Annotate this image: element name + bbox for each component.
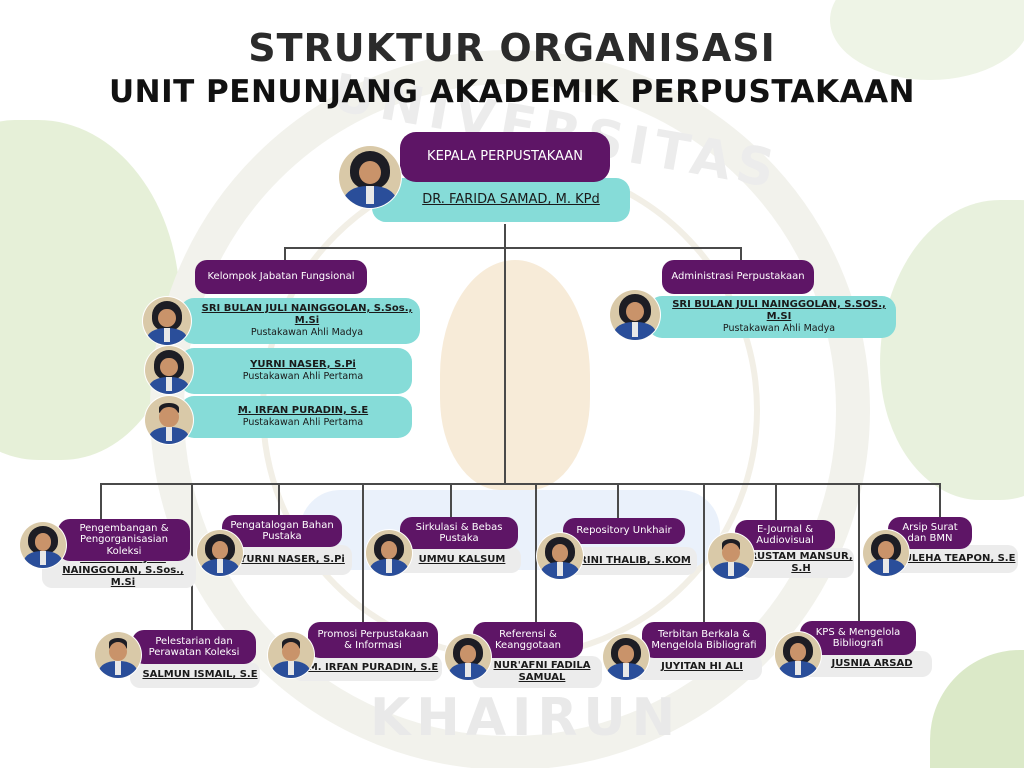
avatar-unit — [708, 533, 754, 579]
unit-person-name: YURNI NASER, S.Pi — [239, 554, 345, 565]
connector-drop-terbitan — [703, 483, 705, 623]
unit-person-name: M. IRFAN PURADIN, S.E — [307, 662, 439, 673]
unit-name-card: M. IRFAN PURADIN, S.E — [292, 655, 442, 681]
avatar-unit — [445, 634, 491, 680]
unit-person-name: UMMU KALSUM — [418, 554, 506, 565]
unit-name-card: RINI THALIB, S.KOM — [565, 547, 697, 575]
unit-person-name: RINI THALIB, S.KOM — [579, 555, 691, 566]
connector-level2-bar — [284, 247, 742, 249]
unit-name-card: SALMUN ISMAIL, S.E — [130, 662, 260, 688]
unit-person-name: SALMUN ISMAIL, S.E — [142, 669, 258, 680]
avatar-administration — [610, 290, 660, 340]
watermark-bottom-text: KHAIRUN — [370, 688, 682, 748]
leaf-decoration-bottom-right — [930, 650, 1024, 768]
connector-drop-repository — [617, 483, 619, 520]
functional-member-position: Pustakawan Ahli Madya — [250, 326, 364, 338]
avatar-unit — [537, 533, 583, 579]
avatar-unit — [268, 632, 314, 678]
connector-drop-pengatalogan — [278, 483, 280, 518]
head-role: KEPALA PERPUSTAKAAN — [400, 132, 610, 182]
unit-role: Pengembangan & Pengorganisasian Koleksi — [58, 519, 190, 561]
administration-name-card: SRI BULAN JULI NAINGGOLAN, S.SOS., M.SI … — [648, 296, 896, 338]
unit-name-card: ZULEHA TEAPON, S.E — [888, 545, 1018, 573]
administration-position: Pustakawan Ahli Madya — [722, 322, 836, 334]
connector-head-trunk — [504, 224, 506, 484]
unit-name-card: UMMU KALSUM — [395, 547, 521, 573]
unit-name-card: JUSNIA ARSAD — [800, 651, 932, 677]
unit-role: Promosi Perpustakaan & Informasi — [308, 622, 438, 658]
functional-member-card: SRI BULAN JULI NAINGGOLAN, S.Sos., M.Si … — [180, 298, 420, 344]
unit-name-card: RUSTAM MANSUR, S.H — [740, 548, 854, 578]
connector-admin-drop — [740, 247, 742, 265]
connector-drop-kps — [858, 483, 860, 623]
functional-member-card: M. IRFAN PURADIN, S.E Pustakawan Ahli Pe… — [180, 396, 412, 438]
unit-person-name: RUSTAM MANSUR, S.H — [749, 551, 853, 574]
head-name: DR. FARIDA SAMAD, M. KPd — [422, 192, 600, 208]
connector-level3-bar — [100, 483, 941, 485]
avatar-unit — [863, 530, 909, 576]
unit-name-card: NUR'AFNI FADILA SAMUAL — [472, 656, 602, 688]
avatar-unit — [20, 522, 66, 568]
functional-member-name: M. IRFAN PURADIN, S.E — [237, 404, 369, 416]
unit-role: Sirkulasi & Bebas Pustaka — [400, 517, 518, 549]
avatar-unit — [603, 634, 649, 680]
connector-drop-referensi — [535, 483, 537, 623]
functional-member-position: Pustakawan Ahli Pertama — [242, 370, 364, 382]
administration-role: Administrasi Perpustakaan — [662, 260, 814, 294]
unit-role: Referensi & Keanggotaan — [473, 622, 583, 658]
unit-role: Terbitan Berkala & Mengelola Bibliografi — [642, 622, 766, 658]
unit-person-name: ZULEHA TEAPON, S.E — [896, 553, 1016, 564]
connector-drop-sirkulasi — [450, 483, 452, 520]
administration-name: SRI BULAN JULI NAINGGOLAN, S.SOS., M.SI — [672, 298, 886, 322]
unit-role: Pelestarian dan Perawatan Koleksi — [132, 630, 256, 664]
avatar-unit — [366, 530, 412, 576]
connector-drop-pengembangan — [100, 483, 102, 523]
avatar-head — [339, 146, 401, 208]
connector-drop-ejournal — [775, 483, 777, 520]
avatar-unit — [95, 632, 141, 678]
avatar-functional-member — [143, 297, 191, 345]
connector-drop-arsip — [939, 483, 941, 518]
avatar-functional-member — [145, 396, 193, 444]
functional-member-position: Pustakawan Ahli Pertama — [242, 416, 364, 428]
functional-member-card: YURNI NASER, S.Pi Pustakawan Ahli Pertam… — [180, 348, 412, 394]
watermark-flame — [440, 260, 590, 490]
functional-group-role: Kelompok Jabatan Fungsional — [195, 260, 367, 294]
unit-person-name: JUYITAN HI ALI — [661, 661, 743, 672]
avatar-unit — [775, 632, 821, 678]
avatar-unit — [197, 530, 243, 576]
leaf-decoration-right — [880, 200, 1024, 500]
unit-role: Arsip Surat dan BMN — [888, 517, 972, 549]
avatar-functional-member — [145, 346, 193, 394]
page-title: STRUKTUR ORGANISASI — [248, 26, 776, 70]
functional-member-name: YURNI NASER, S.Pi — [250, 358, 356, 370]
head-name-card: DR. FARIDA SAMAD, M. KPd — [372, 178, 630, 222]
unit-person-name: NUR'AFNI FADILA SAMUAL — [493, 660, 591, 683]
page-subtitle: UNIT PENUNJANG AKADEMIK PERPUSTAKAAN — [108, 74, 916, 110]
unit-name-card: YURNI NASER, S.Pi — [222, 545, 352, 575]
functional-member-name: SRI BULAN JULI NAINGGOLAN, S.Sos., M.Si — [201, 302, 413, 326]
unit-role: Pengatalogan Bahan Pustaka — [222, 515, 342, 547]
unit-name-card: JUYITAN HI ALI — [632, 654, 762, 680]
unit-role: Repository Unkhair — [563, 518, 685, 544]
connector-functional-drop — [284, 247, 286, 265]
unit-person-name: JUSNIA ARSAD — [831, 658, 913, 669]
connector-drop-promosi — [362, 483, 364, 623]
